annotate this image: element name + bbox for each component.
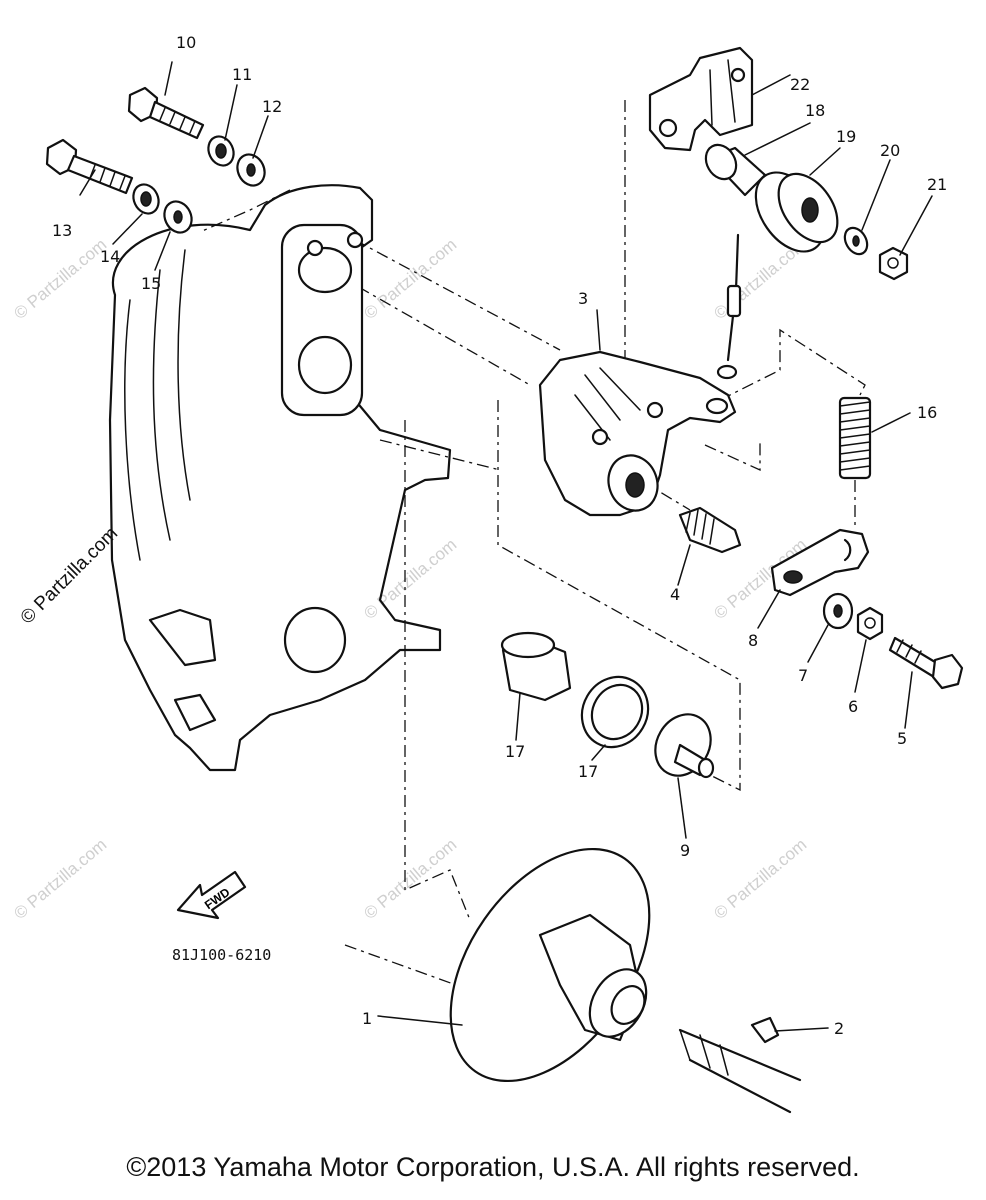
transmission-housing	[108, 184, 452, 772]
watermark-dark: © Partzilla.com	[17, 523, 122, 628]
callout-10: 10	[176, 33, 196, 52]
bolt-13	[45, 138, 134, 195]
callout-5: 5	[897, 729, 907, 748]
callout-22: 22	[790, 75, 810, 94]
callout-7: 7	[798, 666, 808, 685]
callouts: 1 2 3 4 5 6 7 8 9 10 11 12 13 14 15 16 1…	[52, 33, 947, 1038]
lock-washer-14	[132, 183, 160, 215]
washer-7	[822, 592, 854, 630]
drive-shaft	[678, 1028, 802, 1114]
callout-3: 3	[578, 289, 588, 308]
shaft-9	[654, 713, 715, 779]
lever-8	[770, 528, 870, 597]
callout-15: 15	[141, 274, 161, 293]
callout-9: 9	[680, 841, 690, 860]
watermark: © Partzilla.com	[360, 535, 460, 623]
lock-washer-11	[207, 135, 235, 167]
callout-4: 4	[670, 585, 680, 604]
spring-16	[838, 396, 872, 480]
callout-12: 12	[262, 97, 282, 116]
callout-16: 16	[917, 403, 937, 422]
watermark: © Partzilla.com	[710, 835, 810, 923]
fwd-arrow-icon: FWD	[176, 870, 247, 920]
callout-1: 1	[362, 1009, 372, 1028]
cable	[716, 233, 742, 380]
watermarks: © Partzilla.com © Partzilla.com © Partzi…	[10, 235, 810, 923]
callout-18: 18	[805, 101, 825, 120]
bracket-22	[648, 46, 754, 152]
key-2	[750, 1016, 780, 1044]
callout-6: 6	[848, 697, 858, 716]
assembly-lines	[199, 100, 866, 991]
watermark: © Partzilla.com	[360, 835, 460, 923]
nut-21	[878, 246, 909, 281]
callout-17a: 17	[505, 742, 525, 761]
bushing-17a	[500, 631, 572, 702]
bolt-10	[127, 86, 205, 140]
watermark: © Partzilla.com	[10, 835, 110, 923]
callout-11: 11	[232, 65, 252, 84]
leader-lines	[79, 61, 933, 1032]
callout-17b: 17	[578, 762, 598, 781]
bushing-17b	[580, 675, 650, 749]
roller-19	[754, 171, 839, 253]
watermark: © Partzilla.com	[360, 235, 460, 323]
washer-15	[163, 200, 193, 234]
collar-18	[704, 143, 767, 197]
diagram-code: 81J100-6210	[172, 946, 271, 964]
watermark: © Partzilla.com	[10, 235, 110, 323]
callout-19: 19	[836, 127, 856, 146]
callout-8: 8	[748, 631, 758, 650]
callout-14: 14	[100, 247, 120, 266]
callout-13: 13	[52, 221, 72, 240]
arm-3	[538, 350, 737, 517]
nut-6	[856, 606, 884, 641]
sheave-1	[449, 847, 651, 1083]
bolt-5	[888, 636, 964, 690]
adjuster-4	[678, 506, 742, 554]
washer-12	[236, 153, 266, 187]
washer-20	[843, 226, 869, 256]
callout-21: 21	[927, 175, 947, 194]
callout-20: 20	[880, 141, 900, 160]
callout-2: 2	[834, 1019, 844, 1038]
copyright-notice: ©2013 Yamaha Motor Corporation, U.S.A. A…	[126, 1152, 860, 1182]
